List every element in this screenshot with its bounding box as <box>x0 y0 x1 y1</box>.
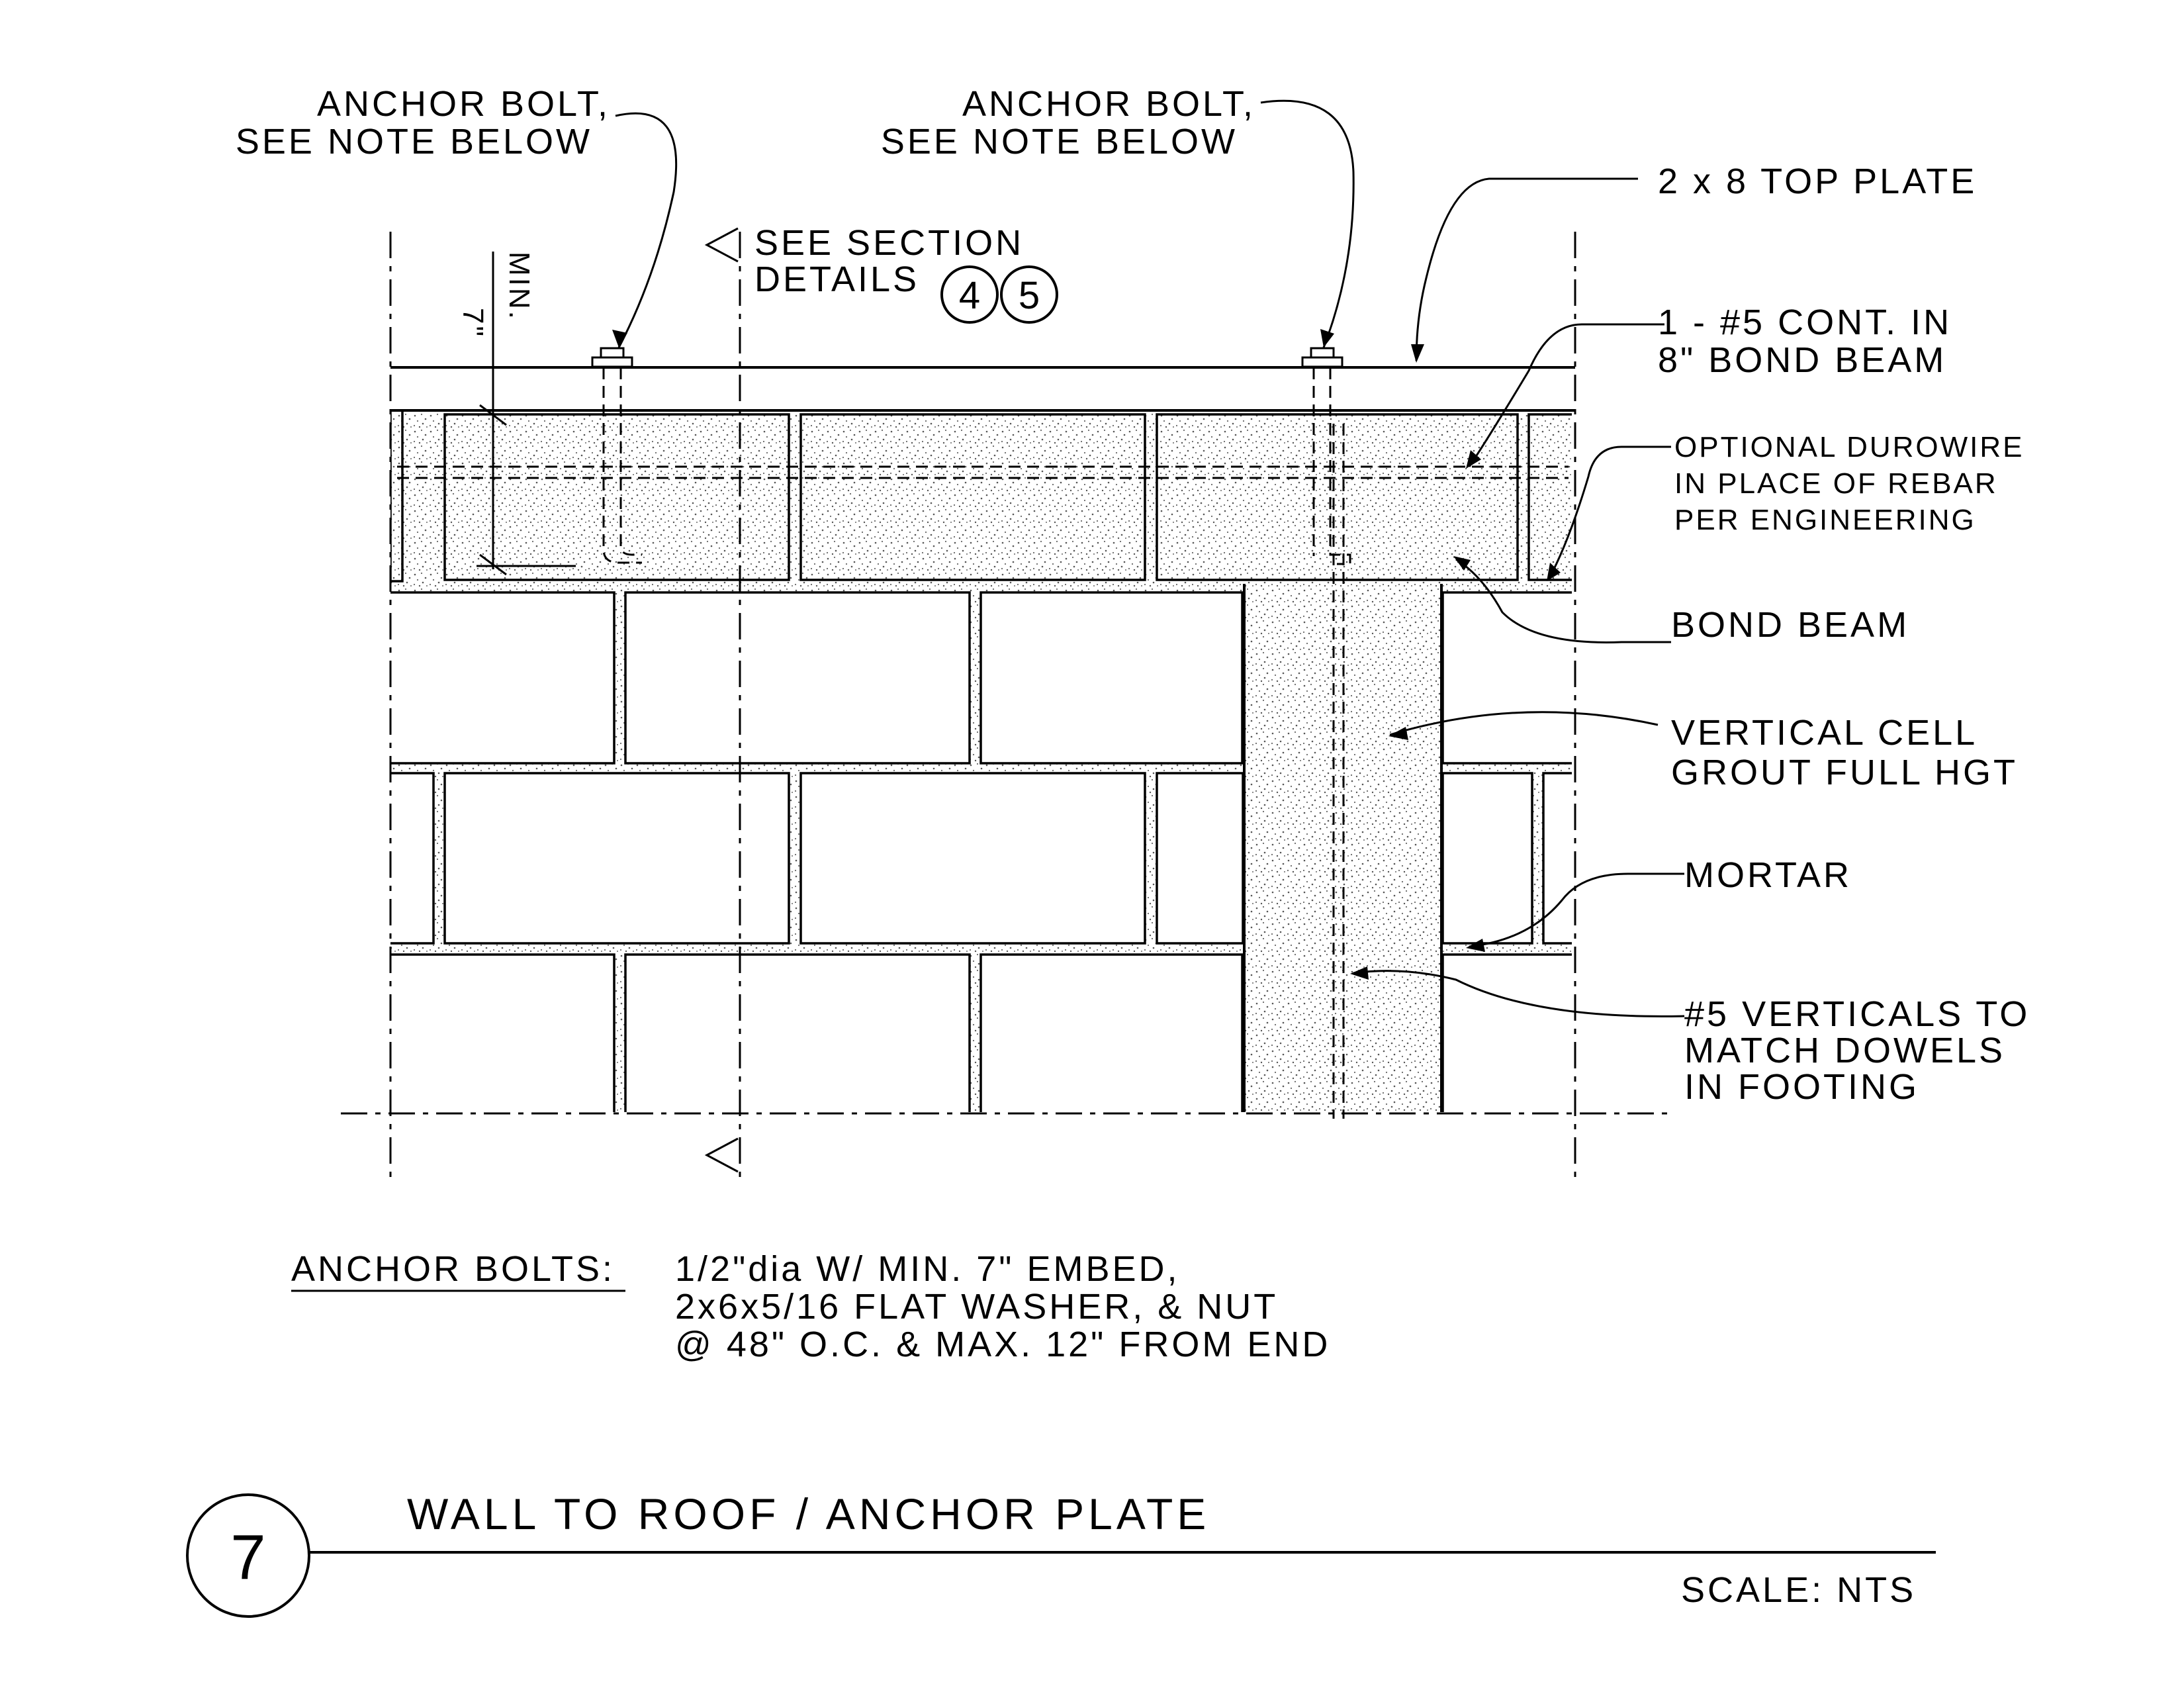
label-line: SEE NOTE BELOW <box>236 122 592 162</box>
min-embed-dimension: 7" MIN. <box>457 252 576 576</box>
grouted-vertical-cell <box>1244 584 1441 1112</box>
verticals-label: #5 VERTICALS TO MATCH DOWELS IN FOOTING <box>1684 994 2030 1107</box>
scale-label: SCALE: NTS <box>1681 1570 1916 1610</box>
min-dim-text: MIN. <box>503 252 535 321</box>
center-lines <box>341 232 1674 1178</box>
anchor-bolt-label-right: ANCHOR BOLT, SEE NOTE BELOW <box>881 84 1255 162</box>
label-line: #5 VERTICALS TO <box>1684 994 2030 1034</box>
note-line: 2x6x5/16 FLAT WASHER, & NUT <box>675 1287 1278 1327</box>
top-plate-label: 2 x 8 TOP PLATE <box>1658 162 1977 201</box>
bond-beam-rebar <box>397 465 1569 479</box>
top-plate <box>390 366 1575 412</box>
cmu-wall <box>390 410 1572 1112</box>
note-line: 1/2"dia W/ MIN. 7" EMBED, <box>675 1249 1180 1289</box>
section-ref-4: 4 <box>959 274 980 317</box>
bond-beam-label: BOND BEAM <box>1671 605 1909 645</box>
label-line: IN FOOTING <box>1684 1067 1919 1107</box>
vertical-rebar <box>1332 424 1345 1119</box>
notes-heading: ANCHOR BOLTS: <box>291 1249 615 1289</box>
leader-lines <box>615 99 1685 1017</box>
label-line: SEE SECTION <box>754 223 1024 263</box>
anchor-bolt-notes: ANCHOR BOLTS: 1/2"dia W/ MIN. 7" EMBED, … <box>291 1249 1330 1364</box>
block-course-2 <box>390 591 1572 765</box>
mortar-label: MORTAR <box>1684 855 1852 895</box>
label-line: ANCHOR BOLT, <box>317 84 610 124</box>
section-ref-bubble <box>1000 265 1058 324</box>
section-ref-bubbles: 4 5 <box>940 265 1058 324</box>
label-line: DETAILS <box>754 259 919 299</box>
label-line: SEE NOTE BELOW <box>881 122 1238 162</box>
section-ref-5: 5 <box>1019 274 1040 317</box>
label-line: 8" BOND BEAM <box>1658 340 1946 380</box>
label-line: GROUT FULL HGT <box>1671 753 2018 792</box>
detail-number: 7 <box>230 1522 265 1593</box>
min-dim-value: 7" <box>457 308 489 338</box>
section-cut-markers <box>704 227 739 1173</box>
label-line: OPTIONAL DUROWIRE <box>1674 431 2025 463</box>
label-line: MATCH DOWELS <box>1684 1031 2005 1070</box>
anchor-bolt-right <box>1301 347 1351 565</box>
bond-beam-blocks <box>390 410 1572 583</box>
see-section-label: SEE SECTION DETAILS <box>754 223 1024 299</box>
title-block: 7 WALL TO ROOF / ANCHOR PLATE SCALE: NTS <box>186 1489 1936 1618</box>
block-course-3 <box>390 772 1572 945</box>
detail-number-bubble <box>186 1493 310 1618</box>
leader-arrowheads <box>612 329 1561 980</box>
anchor-bolt-left <box>591 347 642 564</box>
label-line: PER ENGINEERING <box>1674 504 1976 536</box>
label-line: VERTICAL CELL <box>1671 713 1978 753</box>
bond-beam-course <box>402 414 419 580</box>
detail-title: WALL TO ROOF / ANCHOR PLATE <box>407 1489 1210 1538</box>
block-course-4 <box>390 953 1572 1112</box>
durowire-label: OPTIONAL DUROWIRE IN PLACE OF REBAR PER … <box>1674 431 2025 536</box>
label-line: ANCHOR BOLT, <box>962 84 1255 124</box>
bond-beam-rebar-label: 1 - #5 CONT. IN 8" BOND BEAM <box>1658 303 1952 380</box>
label-line: 1 - #5 CONT. IN <box>1658 303 1952 342</box>
section-ref-bubble <box>940 265 999 324</box>
label-line: IN PLACE OF REBAR <box>1674 467 1998 500</box>
vertical-cell-label: VERTICAL CELL GROUT FULL HGT <box>1671 713 2018 792</box>
note-line: @ 48" O.C. & MAX. 12" FROM END <box>675 1325 1330 1364</box>
anchor-bolt-label-left: ANCHOR BOLT, SEE NOTE BELOW <box>236 84 610 162</box>
